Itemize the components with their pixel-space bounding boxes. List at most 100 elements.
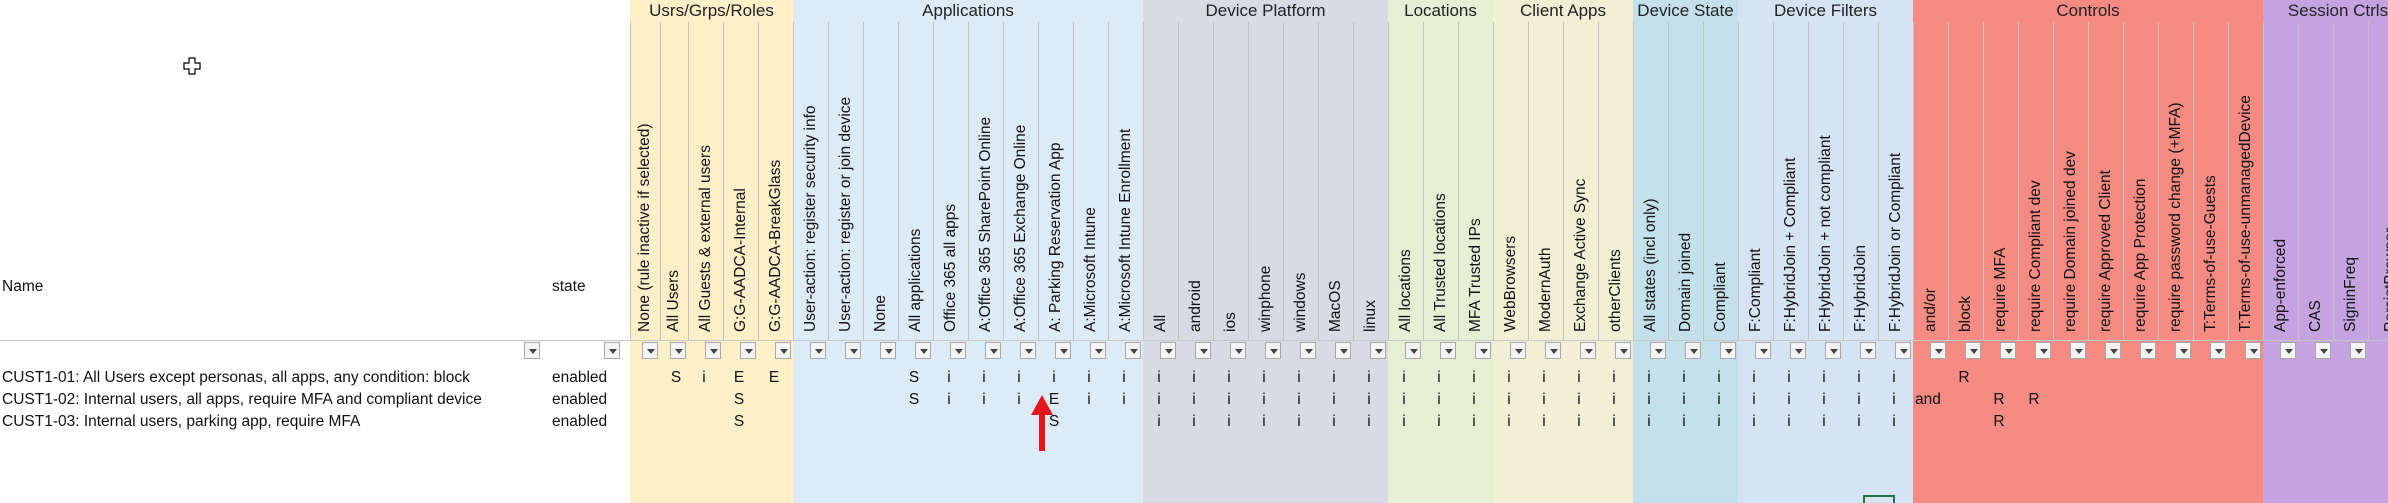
policy-cell[interactable]: i: [1822, 369, 1826, 386]
policy-cell[interactable]: i: [1822, 391, 1826, 408]
column-header-c36[interactable]: F:HybridJoin or Compliant: [1886, 152, 1904, 332]
column-header-c37[interactable]: and/or: [1921, 288, 1939, 332]
column-header-c23[interactable]: All Trusted locations: [1431, 193, 1449, 332]
column-filter-dropdown[interactable]: [642, 342, 658, 359]
column-filter-dropdown[interactable]: [2175, 342, 2191, 359]
column-header-c1[interactable]: All Users: [665, 269, 682, 332]
policy-cell[interactable]: i: [1367, 369, 1371, 386]
policy-cell[interactable]: i: [1717, 391, 1721, 408]
policy-cell[interactable]: i: [1542, 413, 1546, 430]
policy-cell[interactable]: i: [1787, 391, 1791, 408]
policy-cell[interactable]: R: [1958, 369, 1970, 386]
column-filter-dropdown[interactable]: [1580, 342, 1596, 359]
policy-cell[interactable]: i: [1857, 413, 1861, 430]
column-filter-dropdown[interactable]: [2105, 342, 2121, 359]
policy-cell[interactable]: i: [1682, 369, 1686, 386]
policy-cell[interactable]: i: [1542, 391, 1546, 408]
column-header-c45[interactable]: T:Terms-of-use-Guests: [2201, 175, 2219, 332]
policy-cell[interactable]: i: [1892, 369, 1896, 386]
column-filter-dropdown[interactable]: [2280, 342, 2296, 359]
policy-cell[interactable]: S: [670, 369, 682, 386]
policy-cell[interactable]: i: [1367, 413, 1371, 430]
column-header-c40[interactable]: require Compliant dev: [2026, 180, 2044, 332]
policy-cell[interactable]: i: [1017, 391, 1021, 408]
policy-cell[interactable]: i: [1017, 369, 1021, 386]
column-header-c11[interactable]: A:Office 365 Exchange Online: [1011, 124, 1029, 332]
column-filter-dropdown[interactable]: [1650, 342, 1666, 359]
policy-cell[interactable]: i: [1402, 391, 1406, 408]
column-filter-dropdown[interactable]: [1090, 342, 1106, 359]
column-header-c49[interactable]: SigninFreq: [2341, 257, 2359, 332]
policy-cell[interactable]: S: [733, 413, 745, 430]
column-header-c9[interactable]: Office 365 all apps: [941, 203, 959, 332]
policy-cell[interactable]: i: [1227, 391, 1231, 408]
policy-cell[interactable]: i: [1087, 391, 1091, 408]
policy-cell[interactable]: i: [1262, 369, 1266, 386]
column-header-c27[interactable]: Exchange Active Sync: [1571, 178, 1589, 332]
policy-state-cell[interactable]: enabled: [552, 413, 608, 430]
policy-cell[interactable]: i: [1157, 413, 1161, 430]
policy-cell[interactable]: i: [1332, 391, 1336, 408]
policy-cell[interactable]: i: [1332, 369, 1336, 386]
policy-cell[interactable]: i: [1577, 391, 1581, 408]
state-column-header[interactable]: state: [552, 278, 586, 295]
policy-cell[interactable]: i: [1367, 391, 1371, 408]
policy-cell[interactable]: i: [1472, 413, 1476, 430]
policy-cell[interactable]: i: [1612, 369, 1616, 386]
column-filter-dropdown[interactable]: [1265, 342, 1281, 359]
policy-cell[interactable]: i: [1542, 369, 1546, 386]
policy-cell[interactable]: i: [1437, 391, 1441, 408]
policy-cell[interactable]: i: [1507, 413, 1511, 430]
column-header-c10[interactable]: A:Office 365 SharePoint Online: [976, 116, 994, 332]
policy-cell[interactable]: i: [1157, 391, 1161, 408]
policy-cell[interactable]: i: [1507, 391, 1511, 408]
policy-cell[interactable]: i: [1787, 369, 1791, 386]
policy-cell[interactable]: E: [733, 369, 745, 386]
column-filter-dropdown[interactable]: [950, 342, 966, 359]
policy-cell[interactable]: i: [1262, 391, 1266, 408]
column-filter-dropdown[interactable]: [845, 342, 861, 359]
column-filter-dropdown[interactable]: [1370, 342, 1386, 359]
column-header-c25[interactable]: WebBrowsers: [1501, 235, 1519, 332]
column-filter-dropdown[interactable]: [705, 342, 721, 359]
policy-cell[interactable]: i: [1227, 413, 1231, 430]
policy-cell[interactable]: i: [1822, 413, 1826, 430]
policy-cell[interactable]: R: [1993, 391, 2005, 408]
column-filter-dropdown[interactable]: [1965, 342, 1981, 359]
column-filter-dropdown[interactable]: [1405, 342, 1421, 359]
column-filter-dropdown[interactable]: [2035, 342, 2051, 359]
column-filter-dropdown[interactable]: [810, 342, 826, 359]
column-header-c6[interactable]: User-action: register or join device: [836, 96, 854, 332]
column-header-c3[interactable]: G:G-AADCA-Internal: [731, 188, 749, 332]
policy-cell[interactable]: R: [2028, 391, 2040, 408]
column-header-c8[interactable]: All applications: [906, 228, 924, 332]
policy-cell[interactable]: i: [1437, 369, 1441, 386]
policy-cell[interactable]: i: [1227, 369, 1231, 386]
column-header-c18[interactable]: winphone: [1256, 265, 1274, 332]
policy-cell[interactable]: i: [1437, 413, 1441, 430]
policy-cell[interactable]: i: [947, 369, 951, 386]
policy-cell[interactable]: i: [1892, 413, 1896, 430]
column-filter-dropdown[interactable]: [2140, 342, 2156, 359]
policy-cell[interactable]: and: [1915, 391, 1941, 408]
policy-cell[interactable]: i: [1122, 391, 1126, 408]
column-filter-dropdown[interactable]: [1440, 342, 1456, 359]
column-header-c46[interactable]: T:Terms-of-use-unmanagedDevice: [2236, 95, 2254, 332]
column-filter-dropdown[interactable]: [2245, 342, 2261, 359]
policy-cell[interactable]: i: [1752, 391, 1756, 408]
column-header-c50[interactable]: PersistBrowser: [2381, 227, 2388, 332]
policy-cell[interactable]: i: [1192, 413, 1196, 430]
policy-cell[interactable]: i: [1262, 413, 1266, 430]
column-header-c48[interactable]: CAS: [2306, 300, 2324, 332]
column-filter-dropdown[interactable]: [775, 342, 791, 359]
column-header-c39[interactable]: require MFA: [1991, 247, 2009, 332]
column-filter-dropdown[interactable]: [2350, 342, 2366, 359]
column-filter-dropdown[interactable]: [670, 342, 686, 359]
policy-name-cell[interactable]: CUST1-01: All Users except personas, all…: [2, 369, 470, 386]
column-header-c32[interactable]: F:Compliant: [1746, 248, 1764, 332]
column-filter-dropdown[interactable]: [1685, 342, 1701, 359]
column-filter-dropdown[interactable]: [1615, 342, 1631, 359]
column-filter-dropdown[interactable]: [2000, 342, 2016, 359]
policy-cell[interactable]: i: [1752, 369, 1756, 386]
column-filter-dropdown[interactable]: [1720, 342, 1736, 359]
